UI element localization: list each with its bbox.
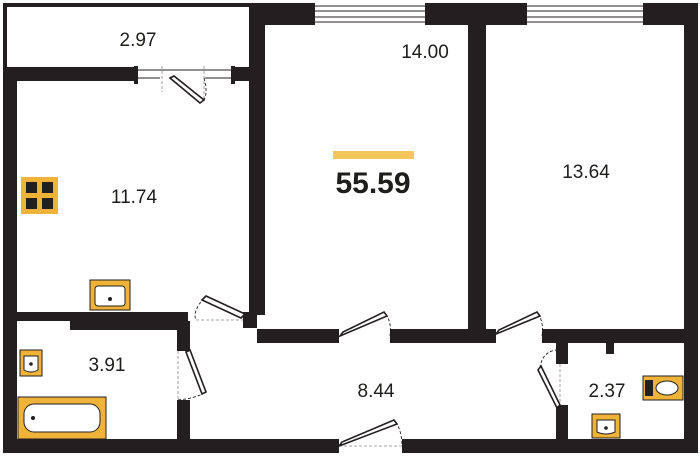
bathtub-icon xyxy=(17,396,107,440)
room-area-balcony: 2.97 xyxy=(120,30,157,51)
room-area-toilet: 2.37 xyxy=(589,381,626,402)
room-area-bathroom: 3.91 xyxy=(89,355,126,376)
door-bedroom xyxy=(493,310,543,337)
door-living-room xyxy=(337,310,391,338)
stove-icon xyxy=(21,177,58,214)
walls xyxy=(3,3,698,453)
door-bathroom xyxy=(177,348,208,401)
total-area-accent-bar xyxy=(333,151,414,159)
total-area-label: 55.59 xyxy=(335,167,410,200)
windows xyxy=(134,3,643,84)
window-living-room xyxy=(315,3,425,25)
door-toilet xyxy=(537,349,561,410)
toilet-icon xyxy=(642,375,684,401)
fixtures xyxy=(17,177,684,440)
room-area-hallway: 8.44 xyxy=(358,381,395,402)
window-kitchen-balcony xyxy=(134,66,235,84)
door-kitchen xyxy=(194,295,247,321)
toilet-sink-icon xyxy=(591,413,621,439)
washbasin-icon xyxy=(19,349,43,377)
room-area-bedroom: 13.64 xyxy=(562,162,610,183)
room-area-kitchen: 11.74 xyxy=(111,187,158,208)
doors xyxy=(161,66,561,453)
room-area-living-room: 14.00 xyxy=(401,42,449,63)
window-bedroom xyxy=(527,3,643,25)
kitchen-sink-icon xyxy=(89,279,131,311)
door-entrance xyxy=(336,419,403,453)
door-balcony xyxy=(161,66,207,105)
